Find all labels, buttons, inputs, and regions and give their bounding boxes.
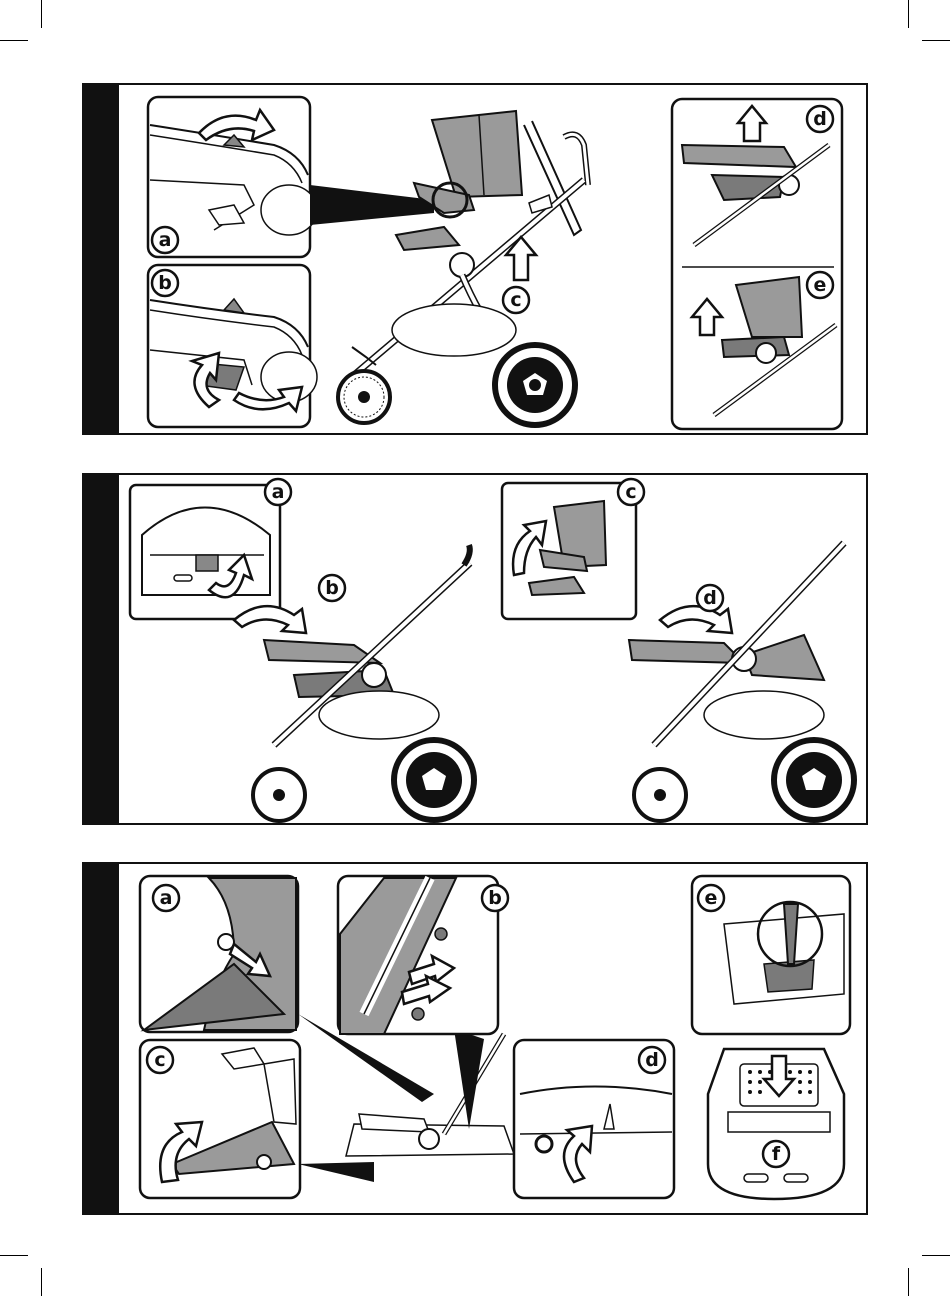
fig3-inset-e-label: e	[705, 887, 718, 909]
stroller-b-badge: b	[319, 575, 345, 601]
fig3-label-f: f	[772, 1143, 781, 1165]
fig3-inset-c-label: c	[154, 1049, 165, 1071]
main-label-c: c	[510, 289, 521, 311]
fig3-inset-a-label: a	[160, 887, 173, 909]
fig3-inset-d-label: d	[645, 1049, 659, 1071]
fig2-label-b: b	[325, 577, 339, 599]
crop-mark-tl-h	[0, 40, 28, 41]
figure-3-illustration: a b c	[84, 864, 870, 1217]
stroller-d-badge: d	[697, 585, 723, 611]
fig2-inset-c-label: c	[625, 481, 636, 503]
inset-a-badge: a	[153, 885, 179, 911]
inset-a-badge: a	[152, 227, 178, 253]
fig2-inset-a-label: a	[272, 481, 285, 503]
inset-e-label: e	[814, 274, 827, 296]
seat-base-f	[708, 1049, 844, 1199]
inset-b-badge: b	[482, 885, 508, 911]
stroller-b-rear-wheel	[394, 740, 474, 820]
fig2-label-d: d	[703, 587, 717, 609]
figure-2-illustration: a b	[84, 475, 870, 827]
inset-b-buttons	[338, 876, 498, 1034]
crop-mark-bl-h	[0, 1255, 28, 1256]
stroller-d-rear-wheel	[774, 740, 854, 820]
inset-a-rear-view	[130, 485, 280, 619]
stroller-d-front-wheel	[634, 769, 686, 821]
inset-a-badge: a	[265, 479, 291, 505]
inset-a-label: a	[159, 229, 172, 251]
stroller-d-flat-seat	[629, 543, 844, 745]
figure-1-seat-recline: a b	[82, 83, 868, 435]
wedge-c	[298, 1162, 374, 1182]
front-wheel	[338, 371, 390, 423]
figure-1-illustration: a b	[84, 85, 870, 437]
crop-mark-br-h	[922, 1255, 950, 1256]
fig3-inset-b-label: b	[488, 887, 502, 909]
figure-2-flat-recline: a b	[82, 473, 868, 825]
stroller-b-front-wheel	[253, 769, 305, 821]
inset-d-label: d	[813, 108, 827, 130]
inset-c-badge: c	[618, 479, 644, 505]
figure-3-seat-removal: a b c	[82, 862, 868, 1215]
main-stroller	[352, 111, 588, 375]
inset-b-label: b	[158, 272, 172, 294]
crop-mark-bl-v	[41, 1268, 42, 1296]
inset-c-seat-view	[502, 483, 636, 619]
inset-b-badge: b	[152, 270, 178, 296]
inset-e-badge: e	[698, 885, 724, 911]
inset-e-badge: e	[807, 272, 833, 298]
zoom-wedge	[310, 185, 434, 225]
rear-wheel	[495, 345, 575, 425]
main-badge-c: c	[503, 287, 529, 313]
seat-base-f-badge: f	[763, 1141, 789, 1167]
crop-mark-tl-v	[41, 0, 42, 28]
inset-d-badge: d	[807, 106, 833, 132]
crop-mark-tr-v	[908, 0, 909, 28]
crop-mark-br-v	[908, 1268, 909, 1296]
crop-mark-tr-h	[922, 40, 950, 41]
inset-c-badge: c	[147, 1047, 173, 1073]
inset-d-badge: d	[639, 1047, 665, 1073]
